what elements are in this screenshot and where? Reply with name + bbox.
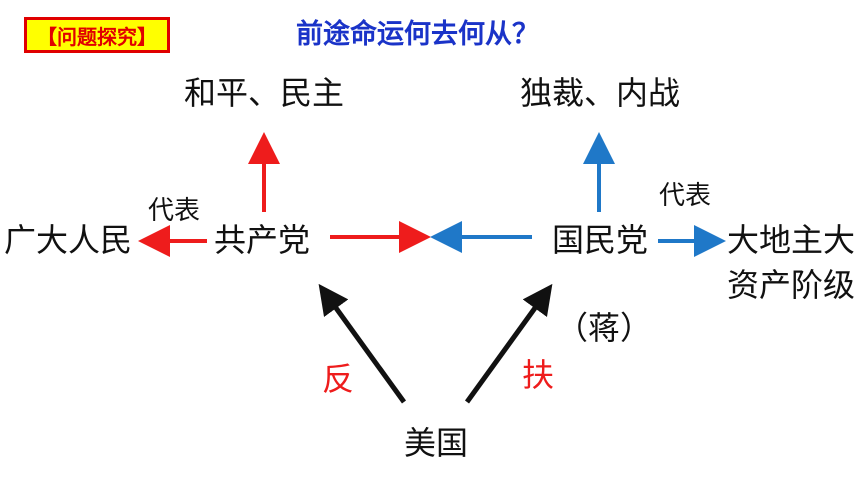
- section-badge: 【问题探究】: [24, 17, 170, 53]
- label-oppose: 反: [322, 360, 355, 398]
- node-peace-democracy: 和平、民主: [184, 74, 345, 112]
- node-chiang: （蒋）: [556, 309, 653, 347]
- node-kmt: 国民党: [552, 221, 649, 259]
- label-represent-left: 代表: [148, 196, 201, 226]
- page-title: 前途命运何去何从？: [296, 19, 539, 50]
- node-dictatorship-civil-war: 独裁、内战: [520, 74, 681, 112]
- node-landlords-line1: 大地主大: [727, 221, 856, 259]
- arrow-usa-to-kmt: [464, 283, 553, 404]
- node-cpc: 共产党: [214, 221, 311, 259]
- label-support: 扶: [522, 356, 555, 394]
- node-usa: 美国: [404, 424, 469, 462]
- label-represent-right: 代表: [659, 181, 712, 211]
- node-people: 广大人民: [4, 221, 133, 259]
- arrow-usa-to-cpc: [318, 283, 407, 404]
- node-landlords-line2: 资产阶级: [727, 266, 856, 304]
